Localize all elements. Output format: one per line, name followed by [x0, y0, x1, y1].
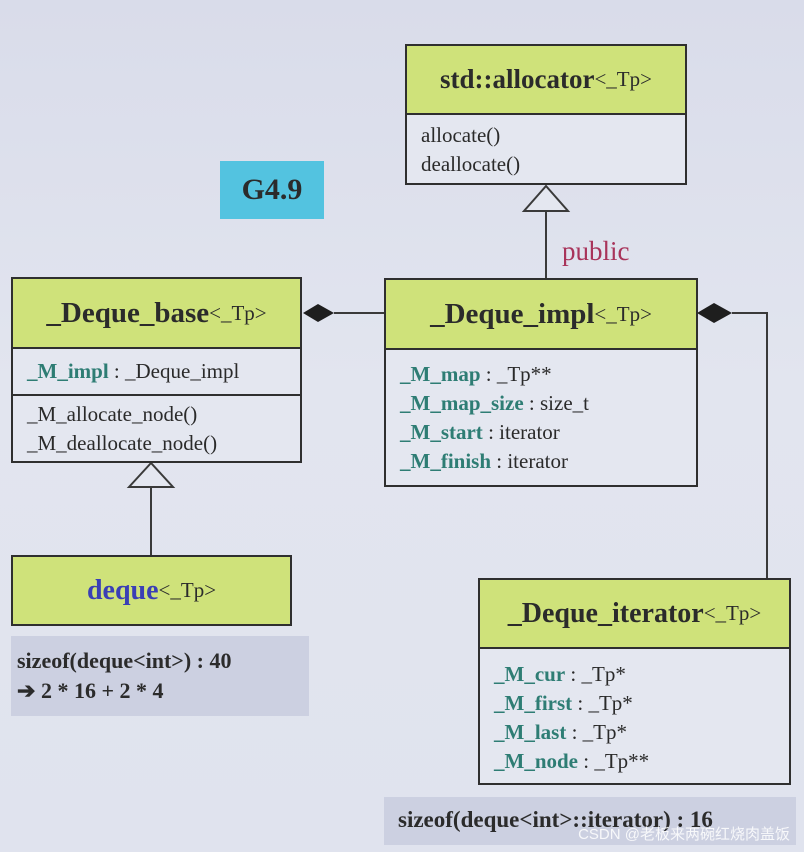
deque-class-box: deque<_Tp>: [11, 555, 292, 626]
deque-base-members: _M_impl : _Deque_impl: [13, 349, 300, 396]
allocator-method: deallocate(): [421, 152, 521, 176]
version-tag: G4.9: [220, 161, 324, 219]
deque-iterator-tparam: <_Tp>: [703, 601, 762, 625]
deque-base-class-box: _Deque_base<_Tp> _M_impl : _Deque_impl _…: [11, 277, 302, 463]
deque-base-class-name: _Deque_base: [46, 296, 210, 329]
allocator-class-name: std::allocator: [440, 64, 595, 94]
deque-impl-class-name: _Deque_impl: [430, 297, 595, 330]
sizeof-iterator-note: sizeof(deque<int>::iterator) : 16: [384, 797, 796, 845]
deque-iterator-member: _M_last : _Tp*: [494, 720, 627, 744]
inheritance-arrow-base: [126, 461, 176, 488]
allocator-tparam: <_Tp>: [594, 67, 652, 91]
allocator-methods: allocate() deallocate(): [407, 115, 685, 183]
deque-iterator-member: _M_node : _Tp**: [494, 749, 650, 773]
public-label: public: [562, 236, 630, 266]
deque-base-class-header: _Deque_base<_Tp>: [13, 279, 300, 349]
deque-base-method: _M_allocate_node(): [27, 402, 198, 426]
impl-iterator-line: [732, 312, 768, 578]
deque-impl-members: _M_map : _Tp** _M_map_size : size_t _M_s…: [386, 350, 696, 480]
sizeof-deque-note: sizeof(deque<int>) : 40 ➔ 2 * 16 + 2 * 4: [11, 636, 309, 716]
deque-impl-member: _M_finish : iterator: [400, 449, 568, 473]
deque-iterator-class-header: _Deque_iterator<_Tp>: [480, 580, 789, 649]
allocator-method: allocate(): [421, 123, 501, 147]
deque-base-method: _M_deallocate_node(): [27, 431, 218, 455]
deque-class-header: deque<_Tp>: [13, 557, 290, 624]
sizeof-deque-breakdown: ➔ 2 * 16 + 2 * 4: [17, 678, 164, 703]
sizeof-deque-line: sizeof(deque<int>) : 40: [17, 648, 232, 673]
deque-class-name: deque: [86, 574, 159, 606]
deque-base-member: _M_impl : _Deque_impl: [27, 359, 240, 383]
deque-iterator-class-name: _Deque_iterator: [507, 597, 704, 629]
deque-impl-member: _M_map_size : size_t: [400, 391, 589, 415]
deque-base-methods: _M_allocate_node() _M_deallocate_node(): [13, 396, 300, 462]
deque-base-tparam: <_Tp>: [209, 300, 267, 325]
deque-impl-member: _M_map : _Tp**: [400, 362, 552, 386]
allocator-class-header: std::allocator<_Tp>: [407, 46, 685, 115]
deque-tparam: <_Tp>: [158, 578, 217, 602]
deque-impl-class-header: _Deque_impl<_Tp>: [386, 280, 696, 350]
composition-diamond-impl: [697, 303, 732, 323]
inheritance-arrow-allocator: [521, 184, 571, 212]
deque-iterator-class-box: _Deque_iterator<_Tp> _M_cur : _Tp* _M_fi…: [478, 578, 791, 785]
deque-impl-tparam: <_Tp>: [594, 301, 652, 326]
arrow-icon: ➔: [17, 678, 36, 703]
deque-iterator-members: _M_cur : _Tp* _M_first : _Tp* _M_last : …: [480, 649, 789, 780]
deque-iterator-member: _M_first : _Tp*: [494, 691, 633, 715]
deque-impl-member: _M_start : iterator: [400, 420, 560, 444]
deque-iterator-member: _M_cur : _Tp*: [494, 662, 626, 686]
deque-impl-class-box: _Deque_impl<_Tp> _M_map : _Tp** _M_map_s…: [384, 278, 698, 487]
watermark: CSDN @老板来两碗红烧肉盖饭: [578, 826, 790, 843]
composition-diamond-base: [303, 304, 334, 322]
allocator-class-box: std::allocator<_Tp> allocate() deallocat…: [405, 44, 687, 185]
